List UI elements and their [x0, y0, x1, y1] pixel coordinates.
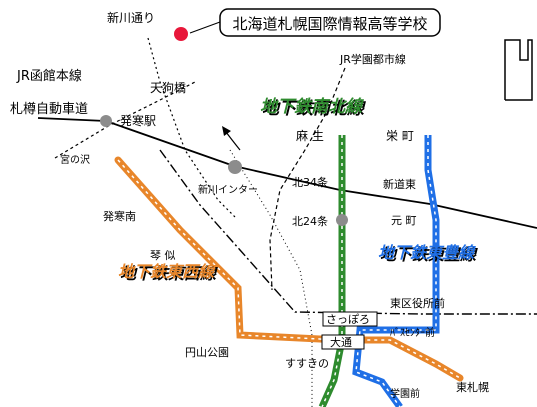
gakuen-mae-label: 学園前: [390, 387, 420, 400]
sasson-expressway-label: 札樽自動車道: [10, 101, 88, 117]
tozai-title: 地下鉄東西線: [118, 262, 216, 281]
tozai-title-shadow: 地下鉄東西線: [120, 264, 218, 283]
destination-label-box: [219, 8, 441, 37]
motomachi-label: 元 町: [391, 214, 417, 227]
jr-hakodate-label: JR函館本線: [16, 68, 82, 84]
namboku-title-shadow: 地下鉄南北線: [262, 99, 366, 119]
kotoni-label: 琴 似: [150, 249, 176, 262]
toho-line: [352, 135, 440, 407]
hassamu-label: 発寒駅: [120, 113, 156, 128]
hassamu-station-dot: [100, 115, 112, 127]
odori-station-label: 大通: [330, 335, 352, 349]
namboku-title: 地下鉄南北線: [260, 97, 364, 117]
kita24-label: 北24条: [292, 214, 328, 228]
maruyama-koen-label: 円山公園: [185, 346, 229, 359]
destination-label: 北海道札幌国際情報高等学校: [232, 15, 427, 33]
destination-marker: [174, 27, 188, 41]
shinkawa-ic-dot: [228, 160, 242, 174]
kita34-label: 北34条: [292, 175, 328, 189]
north-arrow-icon: [504, 39, 533, 101]
namboku-line: [318, 135, 346, 407]
sasson-expressway: [37, 117, 537, 229]
direction-arrow-icon: [222, 126, 241, 151]
jr-hakodate-line: [54, 81, 196, 159]
hassamu-minami-label: 発寒南: [103, 209, 136, 223]
kita24-station-dot: [336, 214, 348, 226]
jr-gakuentoshi-line: [269, 67, 346, 291]
tenguhashi-label: 天狗橋: [150, 81, 186, 95]
tozai-line: [114, 156, 464, 382]
sakaemachi-label: 栄 町: [386, 129, 414, 143]
jr-gakuentoshi-label: JR学園都市線: [339, 52, 406, 66]
sapporo-station-label: さっぽろ: [326, 313, 370, 326]
shinkawa-dori-road: [147, 37, 237, 219]
toho-title: 地下鉄東豊線: [378, 243, 476, 262]
destination-pointer: [189, 21, 221, 34]
sapporo-station-box: [322, 311, 378, 327]
bus-center-label: ﾊﾞｽｾﾝﾀｰ前: [390, 326, 435, 339]
toho-title-shadow: 地下鉄東豊線: [380, 245, 478, 264]
shinkawa-ic-label: 新川インター: [198, 183, 258, 196]
shinkawa-dori-label: 新川通り: [107, 10, 155, 25]
susukino-label: すすきの: [285, 357, 329, 370]
asabu-label: 麻 生: [296, 128, 324, 143]
higashi-sapporo-label: 東札幌: [456, 380, 489, 394]
shindo-higashi-label: 新道東: [383, 177, 416, 191]
higashiku-yakusho-label: 東区役所前: [390, 296, 445, 310]
dashdot-road: [159, 149, 537, 315]
odori-station-box: [321, 334, 365, 350]
miyanosawa-label: 宮の沢: [60, 153, 90, 166]
